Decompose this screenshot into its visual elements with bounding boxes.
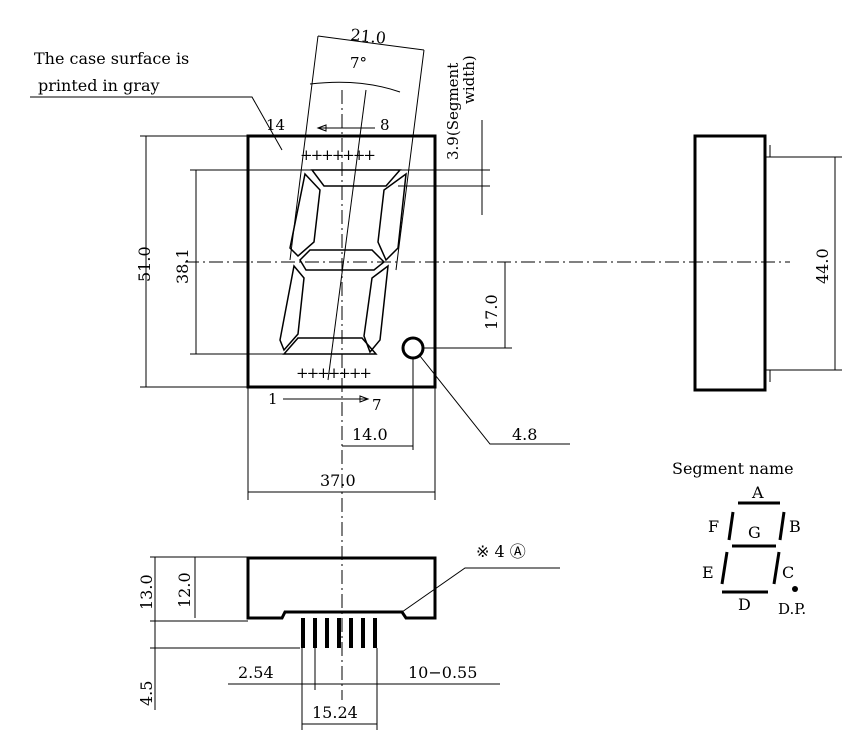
dim-17-lines xyxy=(424,262,512,349)
pin-label-8: 8 xyxy=(380,116,390,134)
segment-width-label: 3.9(Segment xyxy=(444,63,462,160)
dim-angle: 7° xyxy=(350,54,367,72)
dim-pin-lines xyxy=(228,648,500,730)
angle-arc xyxy=(309,81,401,93)
segment-d: D xyxy=(738,595,751,614)
dim-depth-total: 13.0 xyxy=(137,574,156,610)
case-note-leader xyxy=(30,96,283,151)
dim-side-height: 44.0 xyxy=(813,248,832,284)
dim-dp-diameter: 4.8 xyxy=(512,425,537,444)
pin-label-14: 14 xyxy=(266,116,285,134)
segment-a: A xyxy=(751,483,764,502)
dim-44-lines xyxy=(792,156,842,371)
dim-pin-pitch: 2.54 xyxy=(238,663,274,682)
top-pin-marks: +++++++ xyxy=(300,146,374,164)
dim-dp-offset: 17.0 xyxy=(482,294,501,330)
dim-21-lines xyxy=(289,35,425,271)
segment-name-title: Segment name xyxy=(672,459,794,478)
dim-pin-span: 15.24 xyxy=(312,703,358,722)
dim-case-width: 37.0 xyxy=(320,471,356,490)
segment-diagram xyxy=(720,501,798,594)
dp-diameter-leader xyxy=(419,355,570,445)
dim-depth-lines xyxy=(150,556,300,710)
pin-label-7: 7 xyxy=(372,396,382,414)
pin-arrow-bottom xyxy=(283,395,370,403)
pin-note: ※ 4 Ⓐ xyxy=(476,542,526,561)
pin-arrow-top xyxy=(316,124,375,132)
decimal-point-circle xyxy=(401,336,425,360)
bottom-pin-marks: +++++++ xyxy=(296,364,370,382)
slant-axis xyxy=(327,89,367,381)
segment-e: E xyxy=(702,563,714,582)
segment-width-label2: width) xyxy=(460,55,478,104)
case-note-line1: The case surface is xyxy=(34,49,189,68)
dim-51-lines xyxy=(140,135,248,388)
bottom-view-pins xyxy=(301,618,377,648)
pin-label-1: 1 xyxy=(268,390,278,408)
side-view-pins xyxy=(765,145,792,382)
dim-pin-spec: 10−0.55 xyxy=(408,663,477,682)
segment-g: G xyxy=(748,523,761,542)
dim-37-lines xyxy=(247,387,436,500)
dim-top-width: 21.0 xyxy=(350,25,387,48)
segment-c: C xyxy=(782,563,794,582)
case-note-line2: printed in gray xyxy=(38,76,160,95)
side-view-case xyxy=(693,134,767,392)
dim-height-total: 51.0 xyxy=(135,246,154,282)
dim-depth-body: 12.0 xyxy=(175,572,194,608)
segment-dp: D.P. xyxy=(778,600,806,618)
dim-pin-length: 4.5 xyxy=(137,681,156,706)
dim-digit-height: 38.1 xyxy=(173,248,192,284)
digit-outline xyxy=(279,169,407,355)
segment-width-dim xyxy=(398,120,490,215)
dim-38-lines xyxy=(190,169,312,355)
dim-pin-offset: 14.0 xyxy=(352,425,388,444)
segment-f: F xyxy=(708,517,719,536)
pin-note-leader xyxy=(401,567,560,613)
dim-14-lines xyxy=(342,358,414,450)
segment-b: B xyxy=(789,517,801,536)
